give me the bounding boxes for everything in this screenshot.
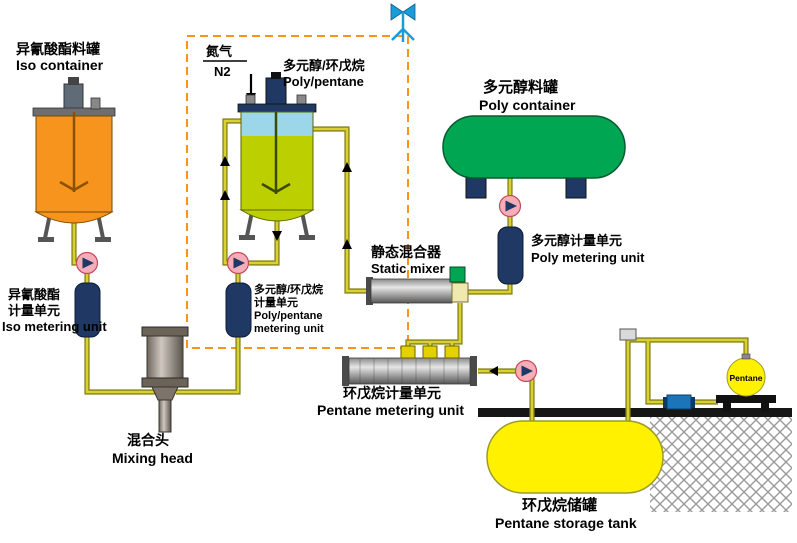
pentane-storage-tank: [486, 420, 664, 494]
poly-pentane-tank: [237, 72, 317, 240]
pp-metering-label-en2: metering unit: [254, 323, 324, 335]
poly-container-label-en: Poly container: [479, 97, 576, 113]
pentane-injector-2: [422, 345, 438, 359]
riser-arrow-up-2: [342, 239, 352, 249]
transfer-pump: [663, 394, 695, 410]
pentane-storage-label-zh: 环戊烷储罐: [522, 496, 597, 514]
flow-sensor-icon: [390, 3, 416, 42]
tank-outlet-arrow-down: [272, 231, 282, 241]
iso-container-label-en: Iso container: [16, 57, 104, 73]
poly-pentane-metering-cylinder: [225, 282, 252, 338]
poly-metering-pump: [498, 194, 522, 218]
hatched-ground: [650, 417, 792, 512]
iso-container-tank: [32, 77, 116, 242]
pentane-feed-arrow-left: [489, 366, 498, 376]
pentane-metering-label-zh: 环戊烷计量单元: [343, 385, 441, 401]
poly-metering-label-zh: 多元醇计量单元: [531, 233, 622, 248]
pentane-metering-unit: [342, 345, 477, 386]
pentane-injector-3: [444, 345, 460, 359]
poly-pentane-label-zh: 多元醇/环戊烷: [283, 58, 365, 73]
static-mixer: [366, 266, 469, 305]
iso-agitator-motor: [63, 83, 84, 111]
pentane-feed-pump: [514, 359, 538, 383]
pentane-storage-label-en: Pentane storage tank: [495, 515, 637, 531]
poly-pentane-metering-pump: [226, 251, 250, 275]
riser-relief-valve: [619, 328, 637, 341]
iso-container-label-zh: 异氰酸酯料罐: [16, 41, 100, 57]
labels: 异氰酸酯料罐 Iso container 氮气 N2 多元醇/环戊烷 Poly/…: [2, 41, 645, 531]
static-mixer-label-en: Static mixer: [371, 261, 445, 276]
poly-metering-label-en: Poly metering unit: [531, 250, 645, 265]
iso-metering-label-zh2: 计量单元: [8, 303, 60, 318]
iso-metering-pump: [75, 251, 99, 275]
mixer-inlet-valve: [449, 266, 466, 283]
nitrogen-label-zh: 氮气: [206, 44, 232, 59]
iso-metering-label-en: Iso metering unit: [2, 319, 107, 334]
poly-metering-cylinder: [497, 226, 524, 285]
ground-line: [478, 408, 792, 417]
pp-metering-label-zh2: 计量单元: [254, 295, 298, 309]
recirc-arrow-up-2: [220, 190, 230, 200]
static-mixer-label-zh: 静态混合器: [371, 244, 442, 260]
iso-metering-label-zh1: 异氰酸酯: [8, 287, 60, 302]
iso-metering-cylinder: [74, 282, 101, 338]
mixing-head: [141, 326, 189, 433]
mixing-head-label-en: Mixing head: [112, 450, 193, 466]
poly-container-label-zh: 多元醇料罐: [483, 78, 558, 96]
nitrogen-label-en: N2: [214, 64, 231, 79]
poly-pentane-label-en: Poly/pentane: [283, 74, 364, 89]
poly-container-tank: [442, 115, 626, 199]
pentane-injector-1: [400, 345, 416, 359]
mixer-inlet-fitting: [451, 282, 469, 303]
premix-dashed-boundary: [186, 35, 409, 349]
pp-metering-label-zh1: 多元醇/环戊烷: [254, 282, 323, 296]
recirc-arrow-up-1: [220, 156, 230, 166]
pentane-delivery-vessel: Pentane: [716, 353, 776, 412]
riser-arrow-up-1: [342, 162, 352, 172]
pentane-vessel-label: Pentane: [729, 373, 762, 383]
pentane-metering-label-en: Pentane metering unit: [317, 402, 464, 418]
pp-metering-label-en1: Poly/pentane: [254, 310, 322, 322]
mixing-head-label-zh: 混合头: [127, 432, 169, 448]
